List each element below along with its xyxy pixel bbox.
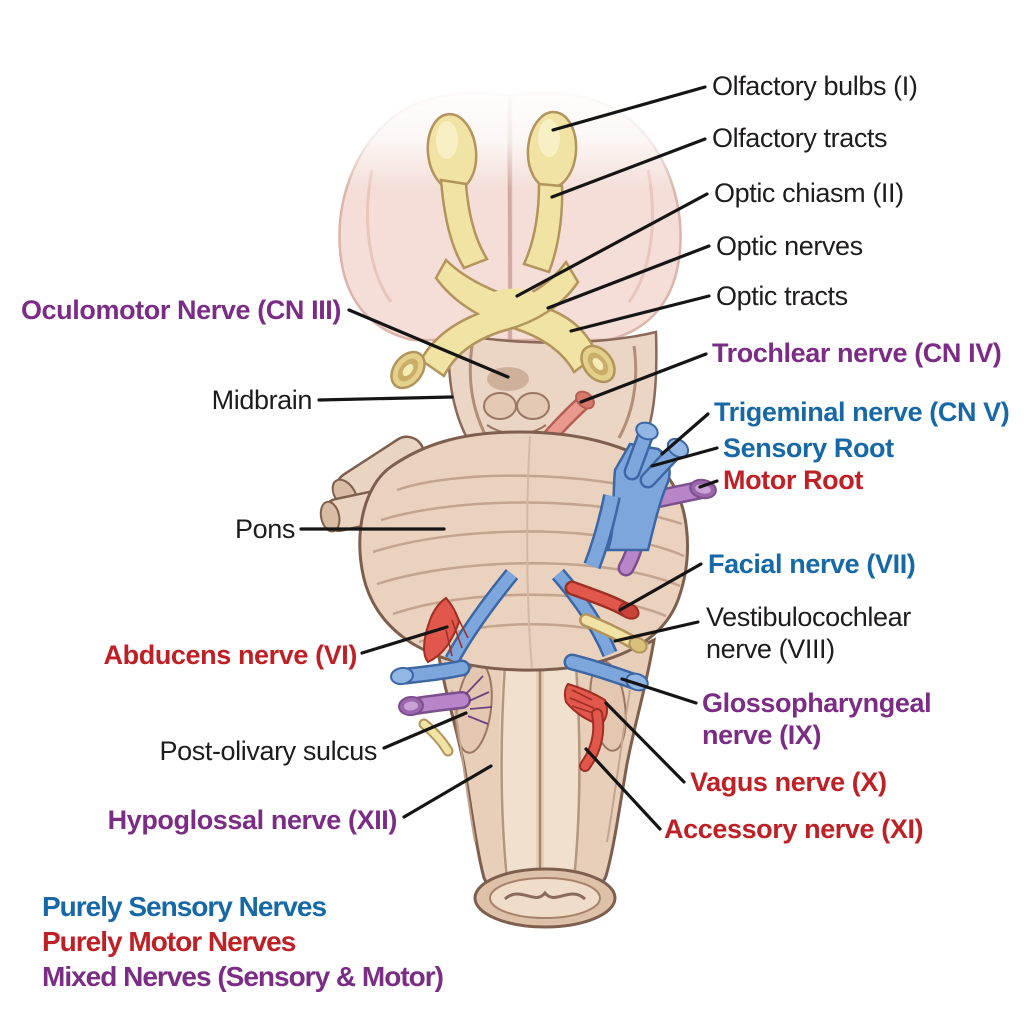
label-abducens: Abducens nerve (VI) bbox=[103, 640, 358, 670]
leader-accessory bbox=[584, 747, 662, 831]
label-optic-tracts: Optic tracts bbox=[716, 281, 848, 311]
leader-post-olivary bbox=[382, 711, 468, 750]
vestibulocochlear-nerve bbox=[579, 613, 648, 654]
label-pons: Pons bbox=[235, 514, 295, 544]
label-vagus: Vagus nerve (X) bbox=[690, 767, 887, 797]
label-hypoglossal: Hypoglossal nerve (XII) bbox=[107, 805, 398, 835]
trigeminal-nerve bbox=[583, 421, 717, 577]
leader-optic-tracts bbox=[569, 294, 711, 333]
leader-glossopharyngeal bbox=[620, 677, 698, 705]
label-facial: Facial nerve (VII) bbox=[708, 549, 916, 579]
label-motor-root: Motor Root bbox=[723, 465, 863, 495]
optic-tract-cut-left bbox=[390, 350, 426, 390]
trigeminal-sensory-root bbox=[583, 421, 690, 570]
leader-facial bbox=[618, 562, 703, 612]
label-glossopharyngeal: Glossopharyngeal nerve (IX) bbox=[702, 688, 932, 750]
leader-vagus bbox=[604, 701, 686, 784]
label-post-olivary-sulcus: Post-olivary sulcus bbox=[159, 736, 378, 766]
label-optic-nerves: Optic nerves bbox=[716, 231, 863, 261]
legend-purely-motor: Purely Motor Nerves bbox=[42, 926, 296, 957]
label-olfactory-tracts: Olfactory tracts bbox=[712, 123, 888, 153]
leader-midbrain bbox=[317, 395, 454, 402]
leader-trigeminal bbox=[660, 412, 710, 456]
legend-mixed-nerves: Mixed Nerves (Sensory & Motor) bbox=[42, 961, 444, 992]
leader-oculomotor bbox=[347, 308, 510, 379]
leader-sensory-root bbox=[650, 446, 719, 468]
leader-optic-chiasm bbox=[515, 192, 709, 298]
leader-olfactory-tracts bbox=[550, 137, 707, 199]
label-accessory: Accessory nerve (XI) bbox=[664, 814, 924, 844]
olfactory-and-optic-structures bbox=[390, 110, 616, 390]
left-mixed-nerve-root bbox=[398, 675, 493, 725]
olfactory-tract-right bbox=[522, 182, 564, 274]
leader-optic-nerves bbox=[546, 244, 711, 310]
leader-hypoglossal bbox=[402, 764, 493, 819]
leader-olfactory-bulbs bbox=[551, 85, 707, 132]
label-trigeminal: Trigeminal nerve (CN V) bbox=[714, 397, 1010, 427]
leader-vestibulocochlear bbox=[613, 620, 700, 643]
label-midbrain: Midbrain bbox=[211, 385, 313, 415]
leader-lines bbox=[299, 85, 719, 831]
accessory-nerve bbox=[579, 708, 605, 772]
leader-abducens bbox=[360, 625, 449, 655]
glossopharyngeal-nerve bbox=[563, 653, 649, 692]
label-sensory-root: Sensory Root bbox=[723, 433, 894, 463]
optic-tract-cut-right bbox=[580, 344, 616, 384]
legend-purely-sensory: Purely Sensory Nerves bbox=[42, 891, 327, 922]
leader-trochlear bbox=[579, 352, 708, 404]
label-oculomotor: Oculomotor Nerve (CN III) bbox=[20, 295, 341, 325]
label-trochlear: Trochlear nerve (CN IV) bbox=[712, 338, 1002, 368]
leader-motor-root bbox=[698, 479, 719, 489]
label-vestibulocochlear: Vestibulocochlear nerve (VIII) bbox=[706, 602, 911, 664]
label-olfactory-bulbs: Olfactory bulbs (I) bbox=[712, 71, 918, 101]
medulla-cut-end bbox=[473, 867, 617, 929]
olfactory-tract-left bbox=[439, 178, 489, 270]
label-optic-chiasm: Optic chiasm (II) bbox=[714, 178, 904, 208]
